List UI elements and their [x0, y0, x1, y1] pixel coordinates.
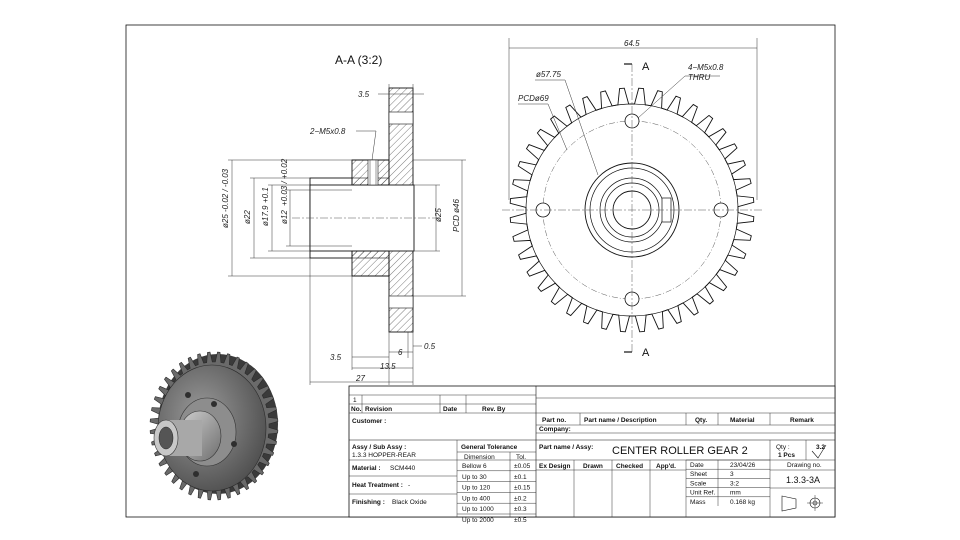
finishing-value: Black Oxide [392, 499, 427, 506]
tolerance-col-tol: Tol. [516, 454, 526, 461]
projection-symbol [781, 495, 823, 512]
dim-phi12: ø12 [280, 210, 289, 224]
remark-header: Remark [790, 417, 814, 424]
thread-note-1: 4−M5x0.8 [688, 63, 724, 72]
info-row-key: Mass [690, 499, 706, 506]
part-name-label: Part name / Assy: [539, 444, 593, 451]
dim-phi25-tol: -0.02 / -0.03 [221, 168, 230, 212]
tolerance-row-tol: ±0.05 [514, 463, 531, 470]
section-title: A-A (3:2) [335, 53, 382, 67]
tolerance-row-tol: ±0.3 [514, 506, 527, 513]
dim-phi25-inner: ø25 [434, 208, 443, 222]
info-row-value: 0.168 kg [730, 499, 755, 506]
info-row-key: Date [690, 462, 704, 469]
material-header: Material [730, 417, 755, 424]
material-value: SCM440 [390, 465, 416, 472]
info-row-value: mm [730, 490, 741, 497]
dim-27: 27 [355, 374, 365, 383]
dim-13-5: 13.5 [380, 362, 396, 371]
front-view: A A 64.5 4−M5x0.8 THRU ø57.75 PCDø69 [502, 38, 764, 359]
dim-64-5: 64.5 [624, 39, 640, 48]
heat-value: - [408, 482, 410, 489]
dim-thread-2: 2−M5x0.8 [309, 127, 346, 136]
info-row-value: 3:2 [730, 480, 739, 487]
info-row-key: Sheet [690, 471, 707, 478]
company-label: Company: [539, 426, 571, 433]
checked-label: Checked [616, 463, 643, 470]
info-row-value: 23/04/26 [730, 462, 756, 469]
tolerance-row-dimension: Up to 400 [462, 495, 491, 502]
roughness-symbol [811, 444, 827, 459]
dim-phi17-tol: +0.1 [261, 187, 270, 203]
appd-label: App'd. [656, 463, 676, 470]
tolerance-title: General Tolerance [461, 444, 518, 451]
tolerance-row-dimension: Up to 120 [462, 485, 491, 492]
iso-view [149, 351, 279, 501]
ex-design-label: Ex Design [539, 463, 570, 470]
finishing-label: Finishing : [352, 499, 385, 506]
section-mark-top: A [642, 61, 650, 73]
tolerance-table: Bellow 6 ±0.05 Up to 30 ±0.1 Up to 120 ±0.15U… [457, 459, 536, 524]
rev-marker: 1 [353, 397, 357, 404]
info-row-value: 3 [730, 471, 734, 478]
tolerance-row-dimension: Bellow 6 [462, 463, 487, 470]
drawing-no-value: 1.3.3-3A [786, 475, 820, 485]
rev-date-header: Date [443, 406, 457, 413]
tolerance-row-tol: ±0.5 [514, 517, 527, 524]
qty-label: Qty : [776, 444, 790, 451]
info-row-key: Scale [690, 480, 707, 487]
tolerance-row-tol: ±0.15 [514, 485, 531, 492]
part-no-header: Part no. [542, 417, 566, 424]
rev-no-header: No. [351, 406, 362, 413]
part-desc-header: Part name / Description [584, 417, 657, 424]
tolerance-row-dimension: Up to 1000 [462, 506, 494, 513]
qty-header: Qty. [695, 417, 707, 424]
dim-6: 6 [398, 348, 403, 357]
dim-3-5-bot: 3.5 [330, 353, 342, 362]
rev-revision-header: Revision [365, 406, 392, 413]
roughness-value: 3.2 [816, 444, 825, 451]
dim-3-5-top: 3.5 [358, 90, 370, 99]
dim-pcd46: PCD ø46 [452, 199, 461, 232]
heat-label: Heat Treatment : [352, 482, 403, 489]
tolerance-row-dimension: Up to 2000 [462, 517, 494, 524]
section-view: A-A (3:2) [221, 53, 466, 385]
qty-value: 1 Pcs [778, 452, 795, 459]
thread-note-2: THRU [688, 73, 710, 82]
material-label: Material : [352, 465, 381, 472]
dim-0-5: 0.5 [424, 342, 436, 351]
tolerance-col-dimension: Dimension [464, 454, 495, 461]
tolerance-row-tol: ±0.1 [514, 474, 527, 481]
dim-phi17: ø17.9 [261, 205, 270, 226]
dim-pcd69: PCDø69 [518, 94, 549, 103]
assy-value: 1.3.3 HOPPER-REAR [352, 452, 416, 459]
dim-phi25: ø25 [221, 214, 230, 228]
drawing-no-label: Drawing no. [787, 462, 822, 469]
rev-by-header: Rev. By [482, 406, 506, 413]
tolerance-row-dimension: Up to 30 [462, 474, 487, 481]
customer-label: Customer : [352, 418, 386, 425]
dim-phi12-tol: +0.03 / +0.02 [280, 158, 289, 206]
info-row-key: Unit Ref. [690, 490, 715, 497]
dim-phi22: ø22 [243, 210, 252, 224]
section-mark-bottom: A [642, 347, 650, 359]
title-block: 1 No. Revision Date Rev. By Customer : C… [348, 385, 836, 524]
drawn-label: Drawn [583, 463, 603, 470]
dim-phi57: ø57.75 [536, 70, 561, 79]
assy-label: Assy / Sub Assy : [352, 444, 406, 451]
part-name-value: CENTER ROLLER GEAR 2 [612, 445, 748, 457]
tolerance-row-tol: ±0.2 [514, 495, 527, 502]
